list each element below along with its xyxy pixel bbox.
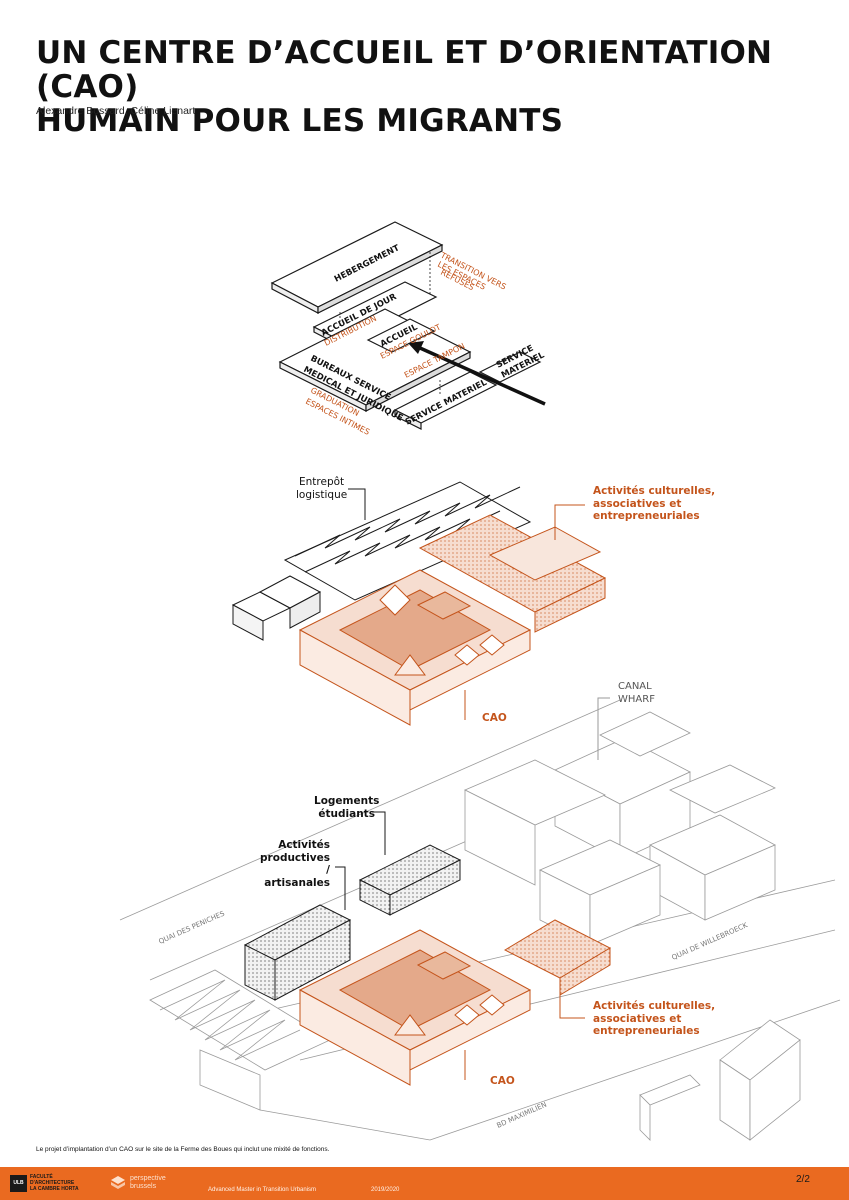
cao-block-bottom	[298, 929, 532, 1086]
footer-bar: ULB FACULTÉ D'ARCHITECTURE LA CAMBRE HOR…	[0, 1167, 849, 1200]
academic-year: 2019/2020	[371, 1187, 400, 1193]
label-cao-bottom: CAO	[490, 1075, 515, 1087]
authors: Alexandre Bossard, Céline Lienart	[36, 105, 196, 117]
label-canal-wharf: CANAL WHARF	[618, 681, 655, 705]
label-activites-culturelles-bottom: Activités culturelles, associatives et e…	[593, 1000, 716, 1037]
entrance-arrow	[408, 341, 546, 406]
page-title: UN CENTRE D’ACCUEIL ET D’ORIENTATION (CA…	[36, 36, 816, 138]
label-cao-top: CAO	[482, 712, 507, 724]
axonometry-bottom	[119, 699, 841, 1141]
figure-caption: Le projet d’implantation d’un CAO sur le…	[36, 1146, 330, 1153]
title-line-1: UN CENTRE D’ACCUEIL ET D’ORIENTATION (CA…	[36, 35, 773, 105]
label-activites-productives: Activités productives / artisanales	[260, 839, 330, 889]
perspective-brussels-icon	[111, 1176, 125, 1189]
tower-bottom-right	[639, 1019, 801, 1141]
label-quai-willebroeck: QUAI DE WILLEBROECK	[671, 921, 750, 962]
box-accueil	[366, 318, 436, 353]
sheds-bottom-left	[149, 969, 331, 1111]
perspective-brussels-name: perspective brussels	[130, 1175, 166, 1190]
activites-culturelles-block-top	[418, 514, 607, 633]
cao-block-top	[298, 569, 532, 726]
label-entrepot: Entrepôt logistique	[296, 476, 348, 501]
canal-wharf-towers	[464, 711, 776, 946]
label-activites-culturelles-top: Activités culturelles, associatives et e…	[593, 485, 716, 522]
axonometry-top	[231, 481, 607, 726]
programme-diagram	[270, 221, 542, 430]
page-number: 2/2	[796, 1174, 810, 1185]
title-line-2: HUMAIN POUR LES MIGRANTS	[36, 103, 564, 139]
label-quai-peniches: QUAI DES PENICHES	[158, 909, 227, 945]
slab-service-materiel-small	[478, 351, 542, 383]
warehouse-sheds	[231, 481, 532, 641]
faculty-name: FACULTÉ D'ARCHITECTURE LA CAMBRE HORTA	[30, 1174, 79, 1192]
ulb-logo: ULB	[10, 1175, 27, 1192]
label-logements-etudiants: Logements étudiants	[314, 795, 380, 820]
program-name: Advanced Master in Transition Urbanism	[208, 1187, 317, 1193]
axonometry-bottom-buildings	[243, 697, 612, 1086]
